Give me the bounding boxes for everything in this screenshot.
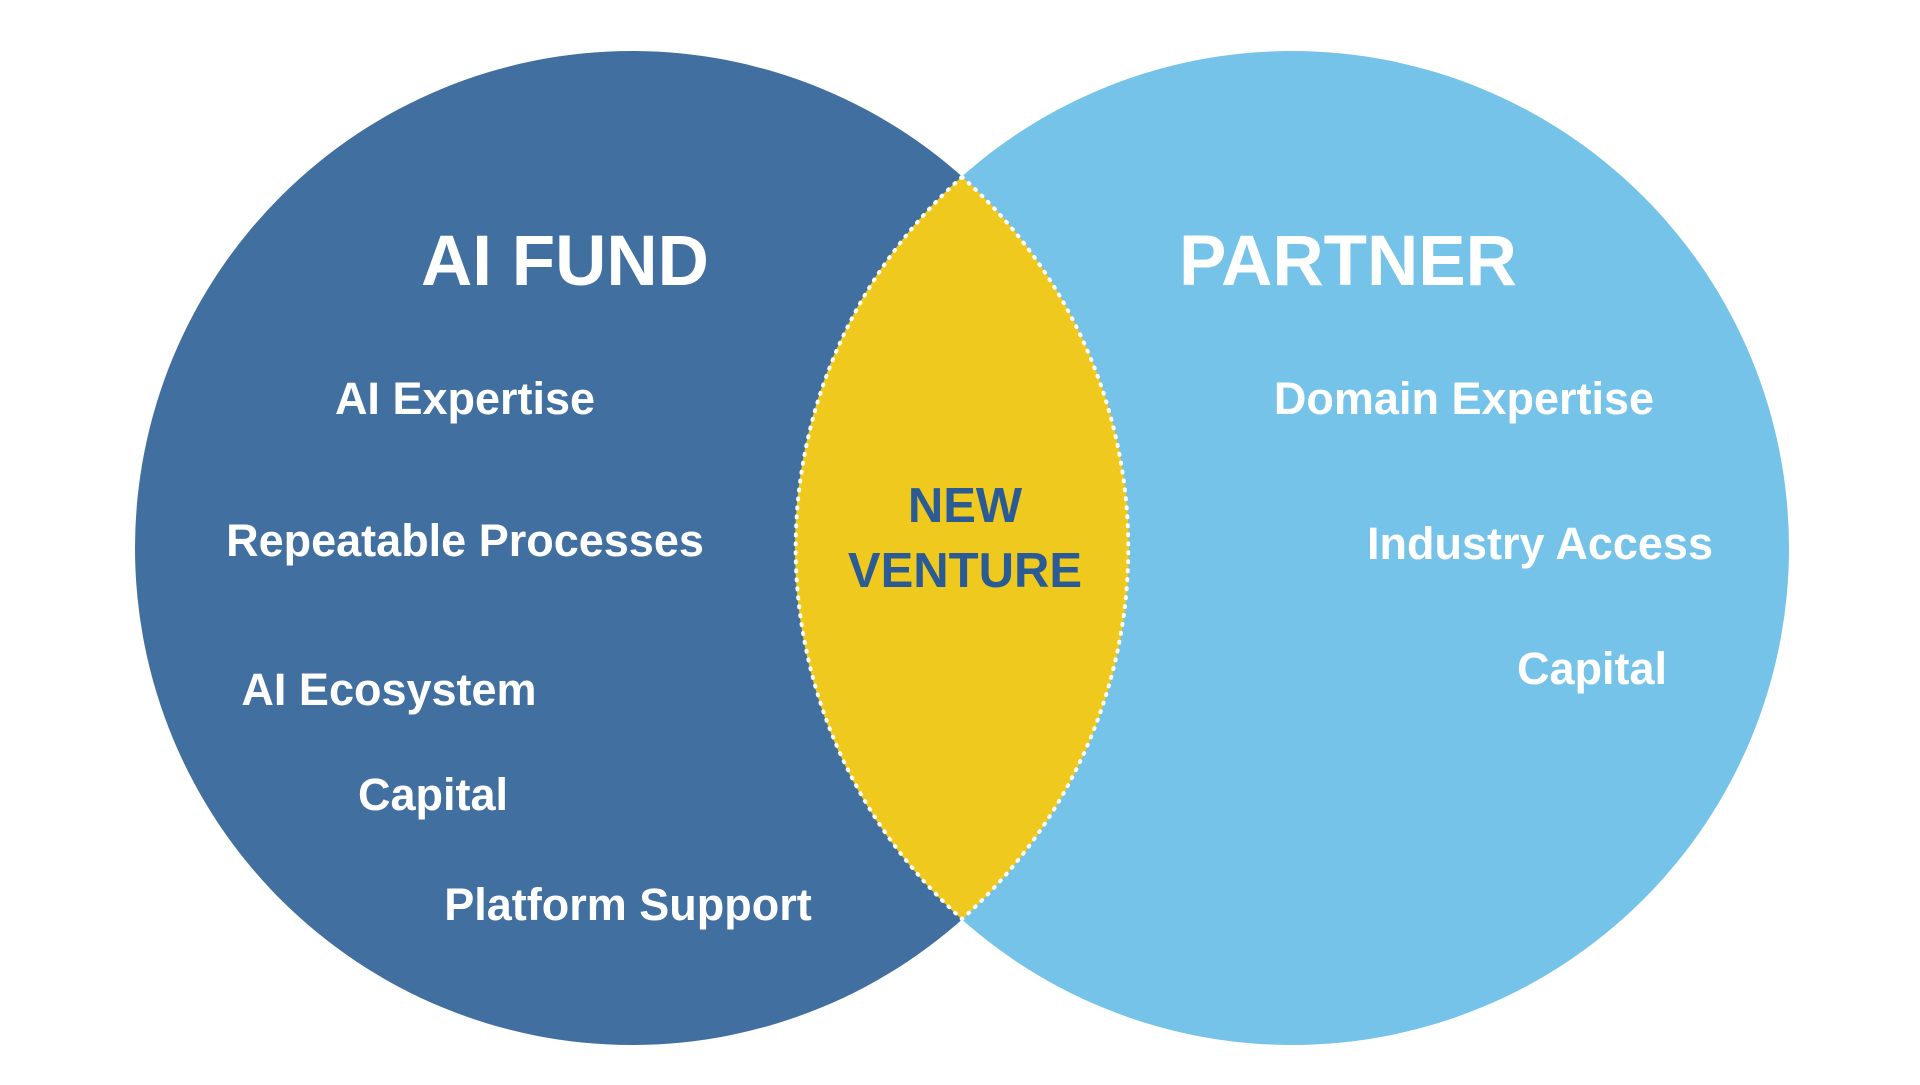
- new-venture-label-line2: VENTURE: [848, 544, 1082, 598]
- ai-fund-item-repeatable-processes: Repeatable Processes: [226, 515, 704, 566]
- overlap-dotted-border: [793, 174, 1131, 922]
- partner-item-domain-expertise: Domain Expertise: [1274, 373, 1654, 424]
- ai-fund-item-capital: Capital: [358, 769, 508, 820]
- ai-fund-item-platform-support: Platform Support: [444, 879, 812, 930]
- ai-fund-title: AI FUND: [421, 222, 709, 301]
- partner-title: PARTNER: [1179, 222, 1517, 301]
- partner-item-industry-access: Industry Access: [1367, 518, 1713, 569]
- partner-item-capital: Capital: [1517, 643, 1667, 694]
- ai-fund-item-ai-expertise: AI Expertise: [335, 373, 595, 424]
- new-venture-overlap: [795, 51, 1129, 1045]
- new-venture-label-line1: NEW: [908, 479, 1023, 533]
- ai-fund-item-ai-ecosystem: AI Ecosystem: [241, 664, 536, 715]
